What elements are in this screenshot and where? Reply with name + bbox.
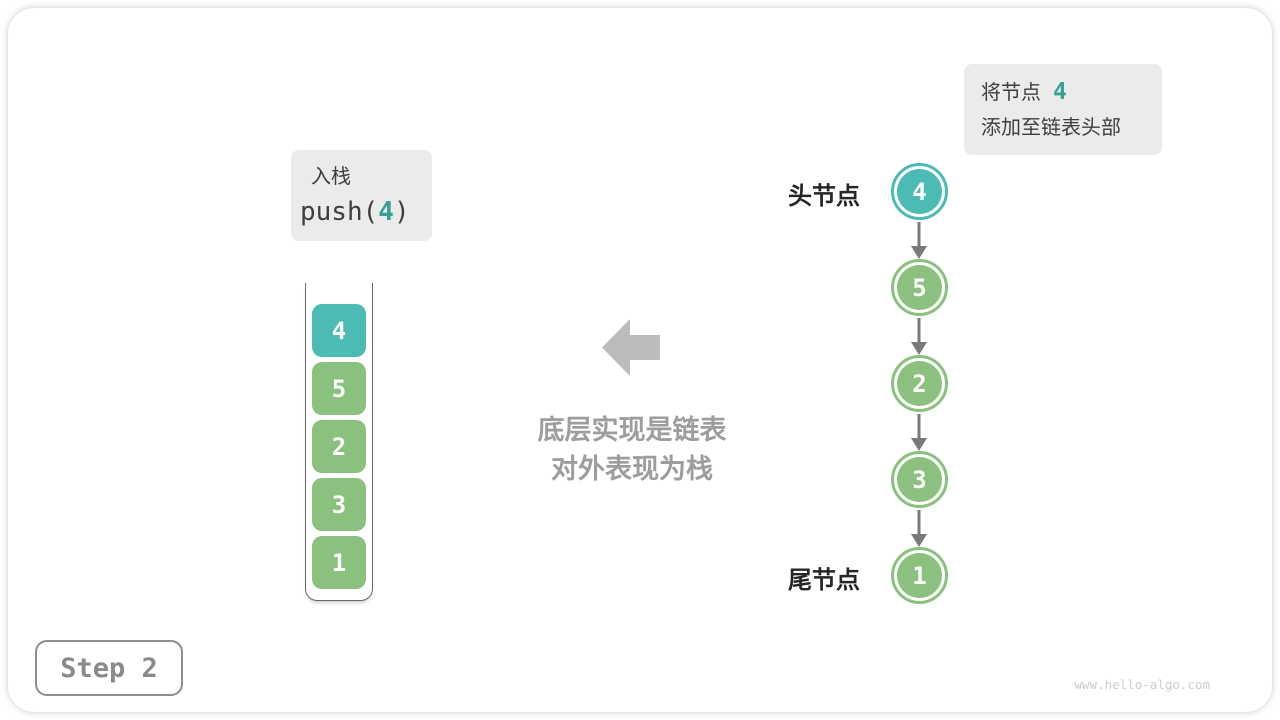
down-arrow-icon: [911, 318, 927, 355]
tail-node-label: 尾节点: [788, 567, 860, 594]
operation-box: 入栈 push(4): [291, 150, 432, 241]
operation-title: 入栈: [311, 166, 351, 188]
left-arrow-icon: [602, 319, 660, 376]
caption-line2: 对外表现为栈: [551, 454, 713, 484]
watermark: www.hello-algo.com: [1074, 677, 1210, 692]
list-node: 3: [891, 451, 948, 508]
caption-line1: 底层实现是链表: [537, 415, 727, 445]
stack-item: 4: [312, 304, 366, 357]
step-badge: Step 2: [35, 640, 183, 696]
operation-code-value: 4: [378, 197, 394, 227]
stack-item: 3: [312, 478, 366, 531]
down-arrow-icon: [911, 414, 927, 451]
caption: 底层实现是链表 对外表现为栈: [482, 411, 782, 489]
list-node: 1: [891, 547, 948, 604]
list-node: 2: [891, 355, 948, 412]
annotation-value: 4: [1053, 79, 1067, 105]
down-arrow-icon: [911, 222, 927, 259]
stack-item: 1: [312, 536, 366, 589]
stack-item: 5: [312, 362, 366, 415]
list-node: 5: [891, 259, 948, 316]
annotation-line2: 添加至链表头部: [981, 117, 1121, 139]
stack-item: 2: [312, 420, 366, 473]
head-node-label: 头节点: [788, 183, 860, 210]
list-node: 4: [891, 163, 948, 220]
down-arrow-icon: [911, 510, 927, 547]
operation-code: push(4): [300, 197, 410, 227]
stack-container: [304, 283, 373, 601]
